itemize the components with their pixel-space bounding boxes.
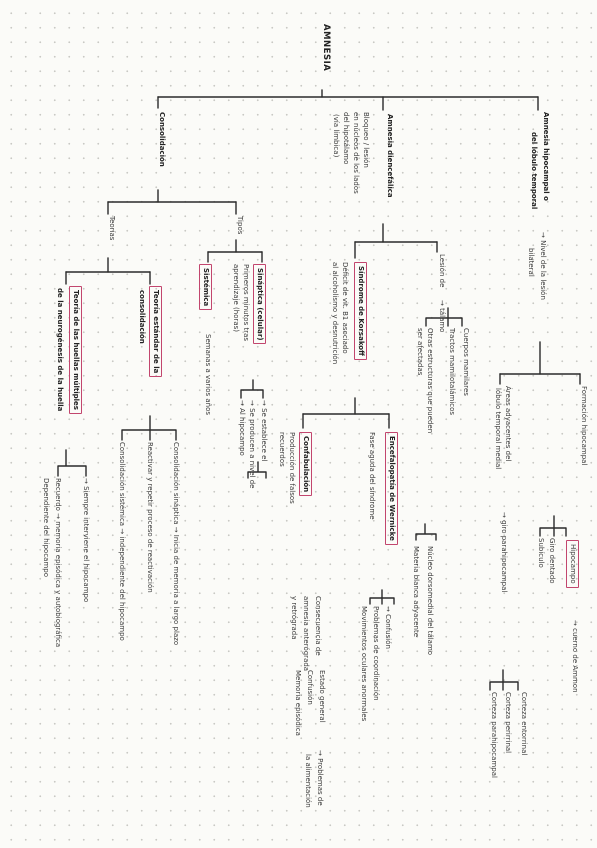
arrow-problemas-line2: la alimentación bbox=[304, 754, 312, 808]
otras-estructuras-line2: ser afectadas bbox=[416, 328, 424, 376]
encefalopatia-desc: Fase aguda del síndrome bbox=[368, 432, 376, 520]
areas-adyacentes-line2: lóbulo temporal medial bbox=[494, 388, 502, 470]
diencefalica-title: Amnesia diencefálica bbox=[386, 114, 394, 198]
otras-estructuras-line1: Otras estructuras que pueden bbox=[426, 328, 434, 434]
korsakoff-desc-line1: Déficit de vit. B1 asociado bbox=[341, 262, 349, 354]
cuerno-ammon: → cuerno de Ammon bbox=[571, 620, 579, 693]
confabulacion-desc-line1: Producción de falsos bbox=[288, 432, 296, 504]
diencefalica-desc-line2: en núcleos de los lados bbox=[352, 112, 360, 194]
giro-parahipocampal: → giro parahipocampal bbox=[500, 512, 508, 593]
korsakoff-box: Síndrome de Korsakoff bbox=[354, 262, 367, 360]
diencefalica-desc-line1: Bloqueo / lesión bbox=[362, 112, 370, 168]
subiculo: Subículo bbox=[537, 538, 545, 568]
consecuencia-line3: y retrógrada bbox=[290, 596, 298, 640]
giro-dentado: Giro dentado bbox=[548, 538, 556, 584]
problemas-coordinacion: Problemas de coordinación bbox=[372, 606, 380, 701]
estado-line1: Estado general bbox=[318, 670, 326, 723]
corteza-entorrinal: Corteza entorrinal bbox=[520, 692, 528, 756]
movimientos-oculares: Movimientos oculares anormales bbox=[360, 606, 368, 722]
confabulacion-box: Confabulación bbox=[299, 432, 312, 497]
formacion-hipocampal: Formación hipocampal bbox=[580, 386, 588, 466]
arrow-problemas-line1: → Problemas de bbox=[316, 750, 324, 806]
consolidacion-title: Consolidación bbox=[158, 112, 166, 167]
korsakoff-desc-line2: al alcoholismo y desnutrición bbox=[331, 262, 339, 365]
teoria-estandar-box: Teoría estándar de la bbox=[149, 286, 162, 378]
estado-line2: Confusión bbox=[306, 670, 314, 705]
sistemica-box: Sistémica bbox=[199, 264, 212, 311]
corteza-perirrinal: Corteza perirrinal bbox=[504, 692, 512, 754]
semanas-anios: Semanas a varios años bbox=[204, 334, 212, 416]
sinaptica-box: Sináptica (celular) bbox=[253, 264, 266, 345]
cambios-line3: → Al hipocampo bbox=[238, 400, 246, 456]
hippocampal-lesion-line2: bilateral bbox=[527, 248, 535, 277]
cuerpos-mamilares: Cuerpos mamilares bbox=[462, 328, 470, 396]
teoria-huellas-line2: de la neurogénesis de la huella bbox=[56, 288, 64, 412]
hipocampo-box: Hipocampo bbox=[566, 540, 579, 588]
consecuencia-line2: amnesia anterógrada bbox=[302, 596, 310, 672]
tipos-label: Tipos bbox=[236, 216, 244, 235]
areas-adyacentes-line1: Áreas adyacentes del bbox=[504, 386, 512, 462]
teorias-label: Teorías bbox=[108, 216, 116, 241]
reactivacion: Reactivar y repetir proceso de reactivac… bbox=[146, 442, 154, 593]
confusion: → Confusión bbox=[384, 606, 392, 649]
sinaptica-line2: Primeros minutos tras bbox=[242, 264, 250, 342]
diencefalica-desc-line3: del hipotálamo bbox=[342, 112, 350, 165]
tractos-mamilotalamicos: Tractos mamilotalámicos bbox=[448, 328, 456, 416]
consolidacion-sinaptica: Consolidación sináptica → Inicia de memo… bbox=[172, 442, 180, 646]
lesion-de: Lesión de bbox=[438, 254, 446, 288]
nucleo-dorsomedial: Núcleo dorsomedial del tálamo bbox=[426, 546, 434, 656]
hippocampal-title-line1: Amnesia hipocampal o bbox=[542, 112, 550, 201]
recuerdo-line1: Recuerdo → memoria episódica y autobiogr… bbox=[54, 478, 62, 648]
independiente-hipocampo: Consolidación sistémica → independiente … bbox=[118, 442, 126, 641]
consecuencia-line1: Consecuencia de bbox=[314, 596, 322, 656]
recuerdo-line2: Dependiente del hipocampo bbox=[42, 478, 50, 578]
siempre-hipocampo: → Siempre interviene el hipocampo bbox=[82, 478, 90, 603]
hippocampal-title-line2: del lóbulo temporal bbox=[530, 132, 538, 210]
cambios-line1: → Se establece el bbox=[260, 400, 268, 462]
lesion-tallo: → tálamo bbox=[438, 300, 446, 333]
hippocampal-lesion-line1: → Nivel de la lesión bbox=[539, 232, 547, 300]
estado-line3: Memoria episódica bbox=[294, 670, 302, 736]
teoria-estandar-line2: consolidación bbox=[138, 290, 146, 344]
confabulacion-desc-line2: recuerdos bbox=[278, 432, 286, 467]
corteza-parahipocampal: Corteza parahipocampal bbox=[490, 692, 498, 778]
encefalopatia-wernicke-box: Encefalopatía de Wernicke bbox=[385, 432, 398, 545]
teoria-huellas-box: Teoría de las huellas múltiples bbox=[69, 286, 82, 414]
cambios-line2: → Se producen a nivel de bbox=[248, 400, 256, 489]
sinaptica-line3: aprendizaje (horas) bbox=[232, 264, 240, 333]
materia-blanca: Materia blanca adyacente bbox=[412, 546, 420, 638]
root-node: AMNESIA bbox=[321, 24, 331, 72]
diencefalica-desc-line4: (vía límbica) bbox=[332, 114, 340, 158]
